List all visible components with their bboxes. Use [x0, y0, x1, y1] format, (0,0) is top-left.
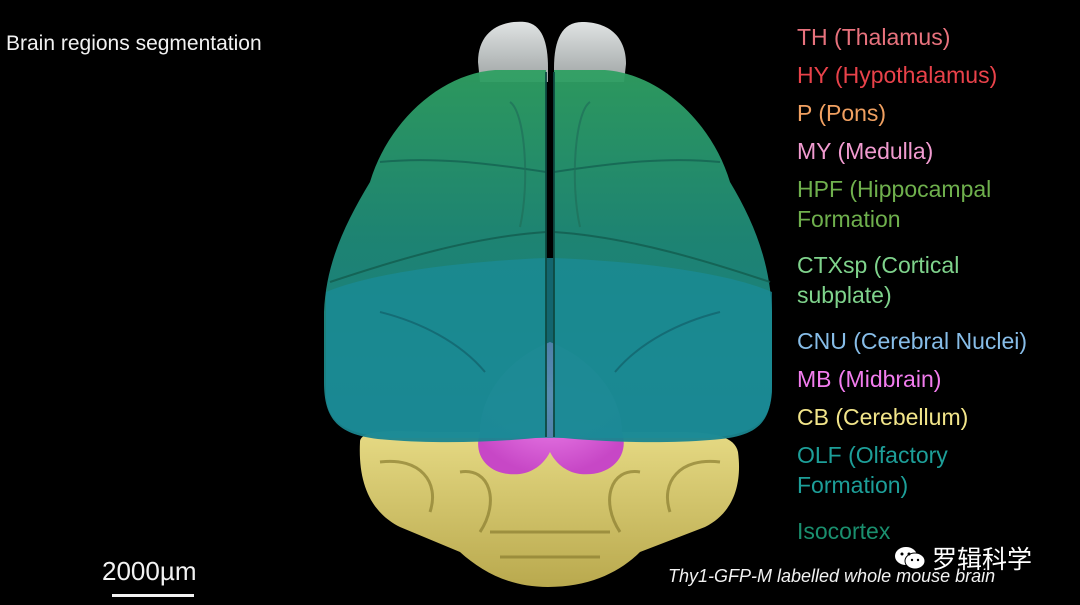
legend-item-label: P (Pons) — [797, 100, 887, 126]
legend-item: CNU (Cerebral Nuclei) — [797, 326, 1077, 356]
legend-item-label: CNU (Cerebral Nuclei) — [797, 328, 1028, 354]
watermark: 罗辑科学 — [894, 540, 1032, 576]
legend-item-label: Isocortex — [797, 518, 891, 544]
legend-item: P (Pons) — [797, 98, 1077, 128]
image-title: Brain regions segmentation — [6, 32, 262, 55]
legend-item: HY (Hypothalamus) — [797, 60, 1077, 90]
watermark-text: 罗辑科学 — [932, 545, 1033, 574]
legend-item: CB (Cerebellum) — [797, 402, 1077, 432]
legend-item-label: HPF (Hippocampal — [797, 176, 992, 202]
legend-item-label: CTXsp (Cortical — [797, 252, 960, 278]
legend-item-label: OLF (Olfactory — [797, 442, 948, 468]
legend-item: TH (Thalamus) — [797, 22, 1077, 52]
legend-item-label: HY (Hypothalamus) — [797, 62, 998, 88]
legend-item-label: Formation — [797, 206, 901, 232]
cerebral-nuclei — [326, 258, 772, 438]
olfactory-bulb-left — [478, 21, 548, 82]
legend-item-label: TH (Thalamus) — [797, 24, 951, 50]
legend-item-label: MY (Medulla) — [797, 138, 934, 164]
wechat-icon — [894, 545, 926, 571]
legend-item-label: subplate) — [797, 282, 892, 308]
legend-item-label: CB (Cerebellum) — [797, 404, 969, 430]
scale-bar-label: 2000µm — [102, 556, 197, 586]
region-legend: TH (Thalamus) HY (Hypothalamus) P (Pons) MY… — [797, 22, 1077, 554]
legend-item-label: Formation) — [797, 472, 909, 498]
brain-render — [310, 12, 790, 602]
olfactory-bulb-right — [554, 22, 626, 82]
legend-item: CTXsp (Cortical subplate) — [797, 250, 1077, 310]
cerebellum — [359, 431, 740, 587]
legend-item: MY (Medulla) — [797, 136, 1077, 166]
legend-item: Isocortex — [797, 516, 1077, 546]
legend-item: MB (Midbrain) — [797, 364, 1077, 394]
image-caption: Thy1-GFP-M labelled whole mouse brain — [668, 566, 996, 586]
scale-bar — [112, 594, 194, 597]
brain-3d-model — [324, 21, 772, 587]
legend-item-label: MB (Midbrain) — [797, 366, 942, 392]
